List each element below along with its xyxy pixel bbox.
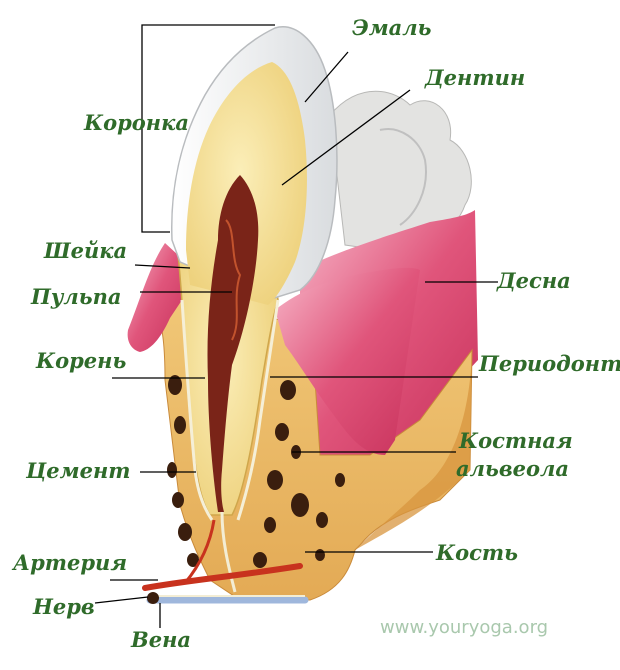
watermark-link[interactable]: www.youryoga.org [380, 617, 549, 638]
back-teeth-shadow [379, 128, 427, 226]
cement-line [180, 299, 214, 521]
apex-nerve [220, 511, 237, 593]
nerve-cross-section [147, 592, 159, 604]
crown-bracket [141, 24, 275, 233]
leader-lines [94, 24, 498, 628]
front-gum-right [275, 267, 420, 455]
label-crown: Коронка [84, 110, 189, 135]
tooth-crown-dentin [186, 62, 307, 305]
dentin-leader [281, 89, 411, 186]
label-alveolus-line1: Костная [459, 428, 573, 453]
bone-side [355, 350, 472, 550]
neck-leader [134, 264, 191, 269]
front-gum-left [127, 243, 182, 352]
label-cement: Цемент [26, 458, 131, 483]
label-nerve: Нерв [33, 594, 95, 619]
pulp-vessels [225, 219, 242, 341]
periodontium-line [236, 299, 280, 521]
label-vein: Вена [131, 627, 192, 652]
label-bone: Кость [436, 540, 518, 565]
artery-branch [183, 519, 216, 584]
enamel-leader [304, 51, 349, 103]
bone-cavities [167, 375, 345, 568]
label-periodontium: Периодонт [479, 351, 620, 376]
label-enamel: Эмаль [352, 15, 432, 40]
label-alveolus-line2: альвеола [456, 456, 569, 481]
nerve-leader [94, 596, 149, 604]
artery-vessel [142, 563, 303, 591]
label-gum: Десна [497, 268, 571, 293]
pulp [207, 175, 259, 512]
label-neck: Шейка [44, 238, 128, 263]
label-dentin: Дентин [425, 65, 526, 90]
label-root: Корень [36, 348, 127, 373]
label-pulp: Пульпа [31, 284, 122, 309]
label-artery: Артерия [13, 550, 128, 575]
